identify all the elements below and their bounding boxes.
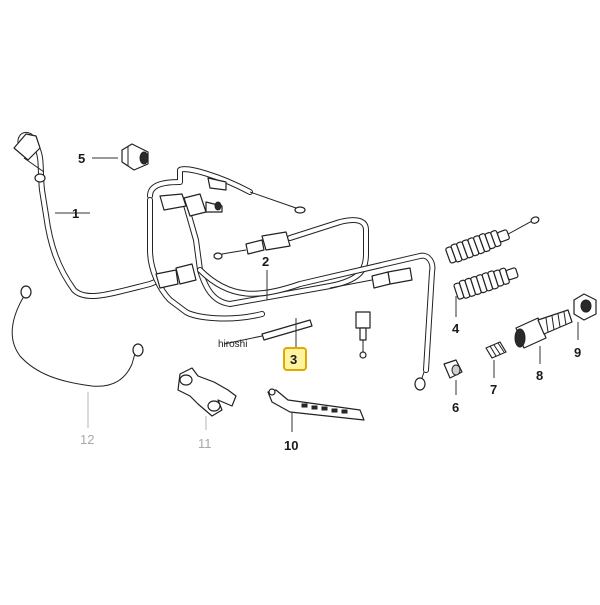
callout-11[interactable]: 11 [198, 436, 212, 451]
callout-7[interactable]: 7 [490, 382, 497, 397]
callout-3-highlight-box [283, 347, 307, 371]
callout-8[interactable]: 8 [536, 368, 543, 383]
callout-1[interactable]: 1 [72, 206, 79, 221]
part-4-bellows[interactable] [445, 214, 543, 301]
leader-lines [55, 157, 579, 432]
part-1-hose[interactable] [13, 132, 163, 299]
part-11-clip[interactable] [177, 367, 237, 417]
part-2-throttle-cable[interactable] [147, 166, 369, 322]
callout-10[interactable]: 10 [284, 438, 298, 453]
part-8-adjuster[interactable] [514, 309, 573, 349]
callout-9[interactable]: 9 [574, 345, 581, 360]
callout-4[interactable]: 4 [452, 321, 460, 336]
watermark-text: hiroshi [218, 339, 247, 350]
callout-12[interactable]: 12 [80, 432, 94, 447]
callout-3[interactable]: 3 [290, 352, 297, 367]
callout-6[interactable]: 6 [452, 400, 459, 415]
part-6-sleeve[interactable] [443, 359, 463, 379]
part-3-cable-sleeve[interactable] [197, 252, 436, 391]
part-12-loop-cable[interactable] [11, 285, 144, 387]
callout-2[interactable]: 2 [262, 254, 269, 269]
part-5-grommet[interactable] [121, 143, 149, 171]
part-7-insert[interactable] [485, 341, 507, 359]
callout-5[interactable]: 5 [78, 151, 85, 166]
callout-labels: 1 2 3 4 5 6 7 8 9 10 11 12 hiroshi [72, 151, 581, 453]
part-10-bracket[interactable] [267, 388, 365, 421]
part-9-nut[interactable] [573, 293, 597, 321]
